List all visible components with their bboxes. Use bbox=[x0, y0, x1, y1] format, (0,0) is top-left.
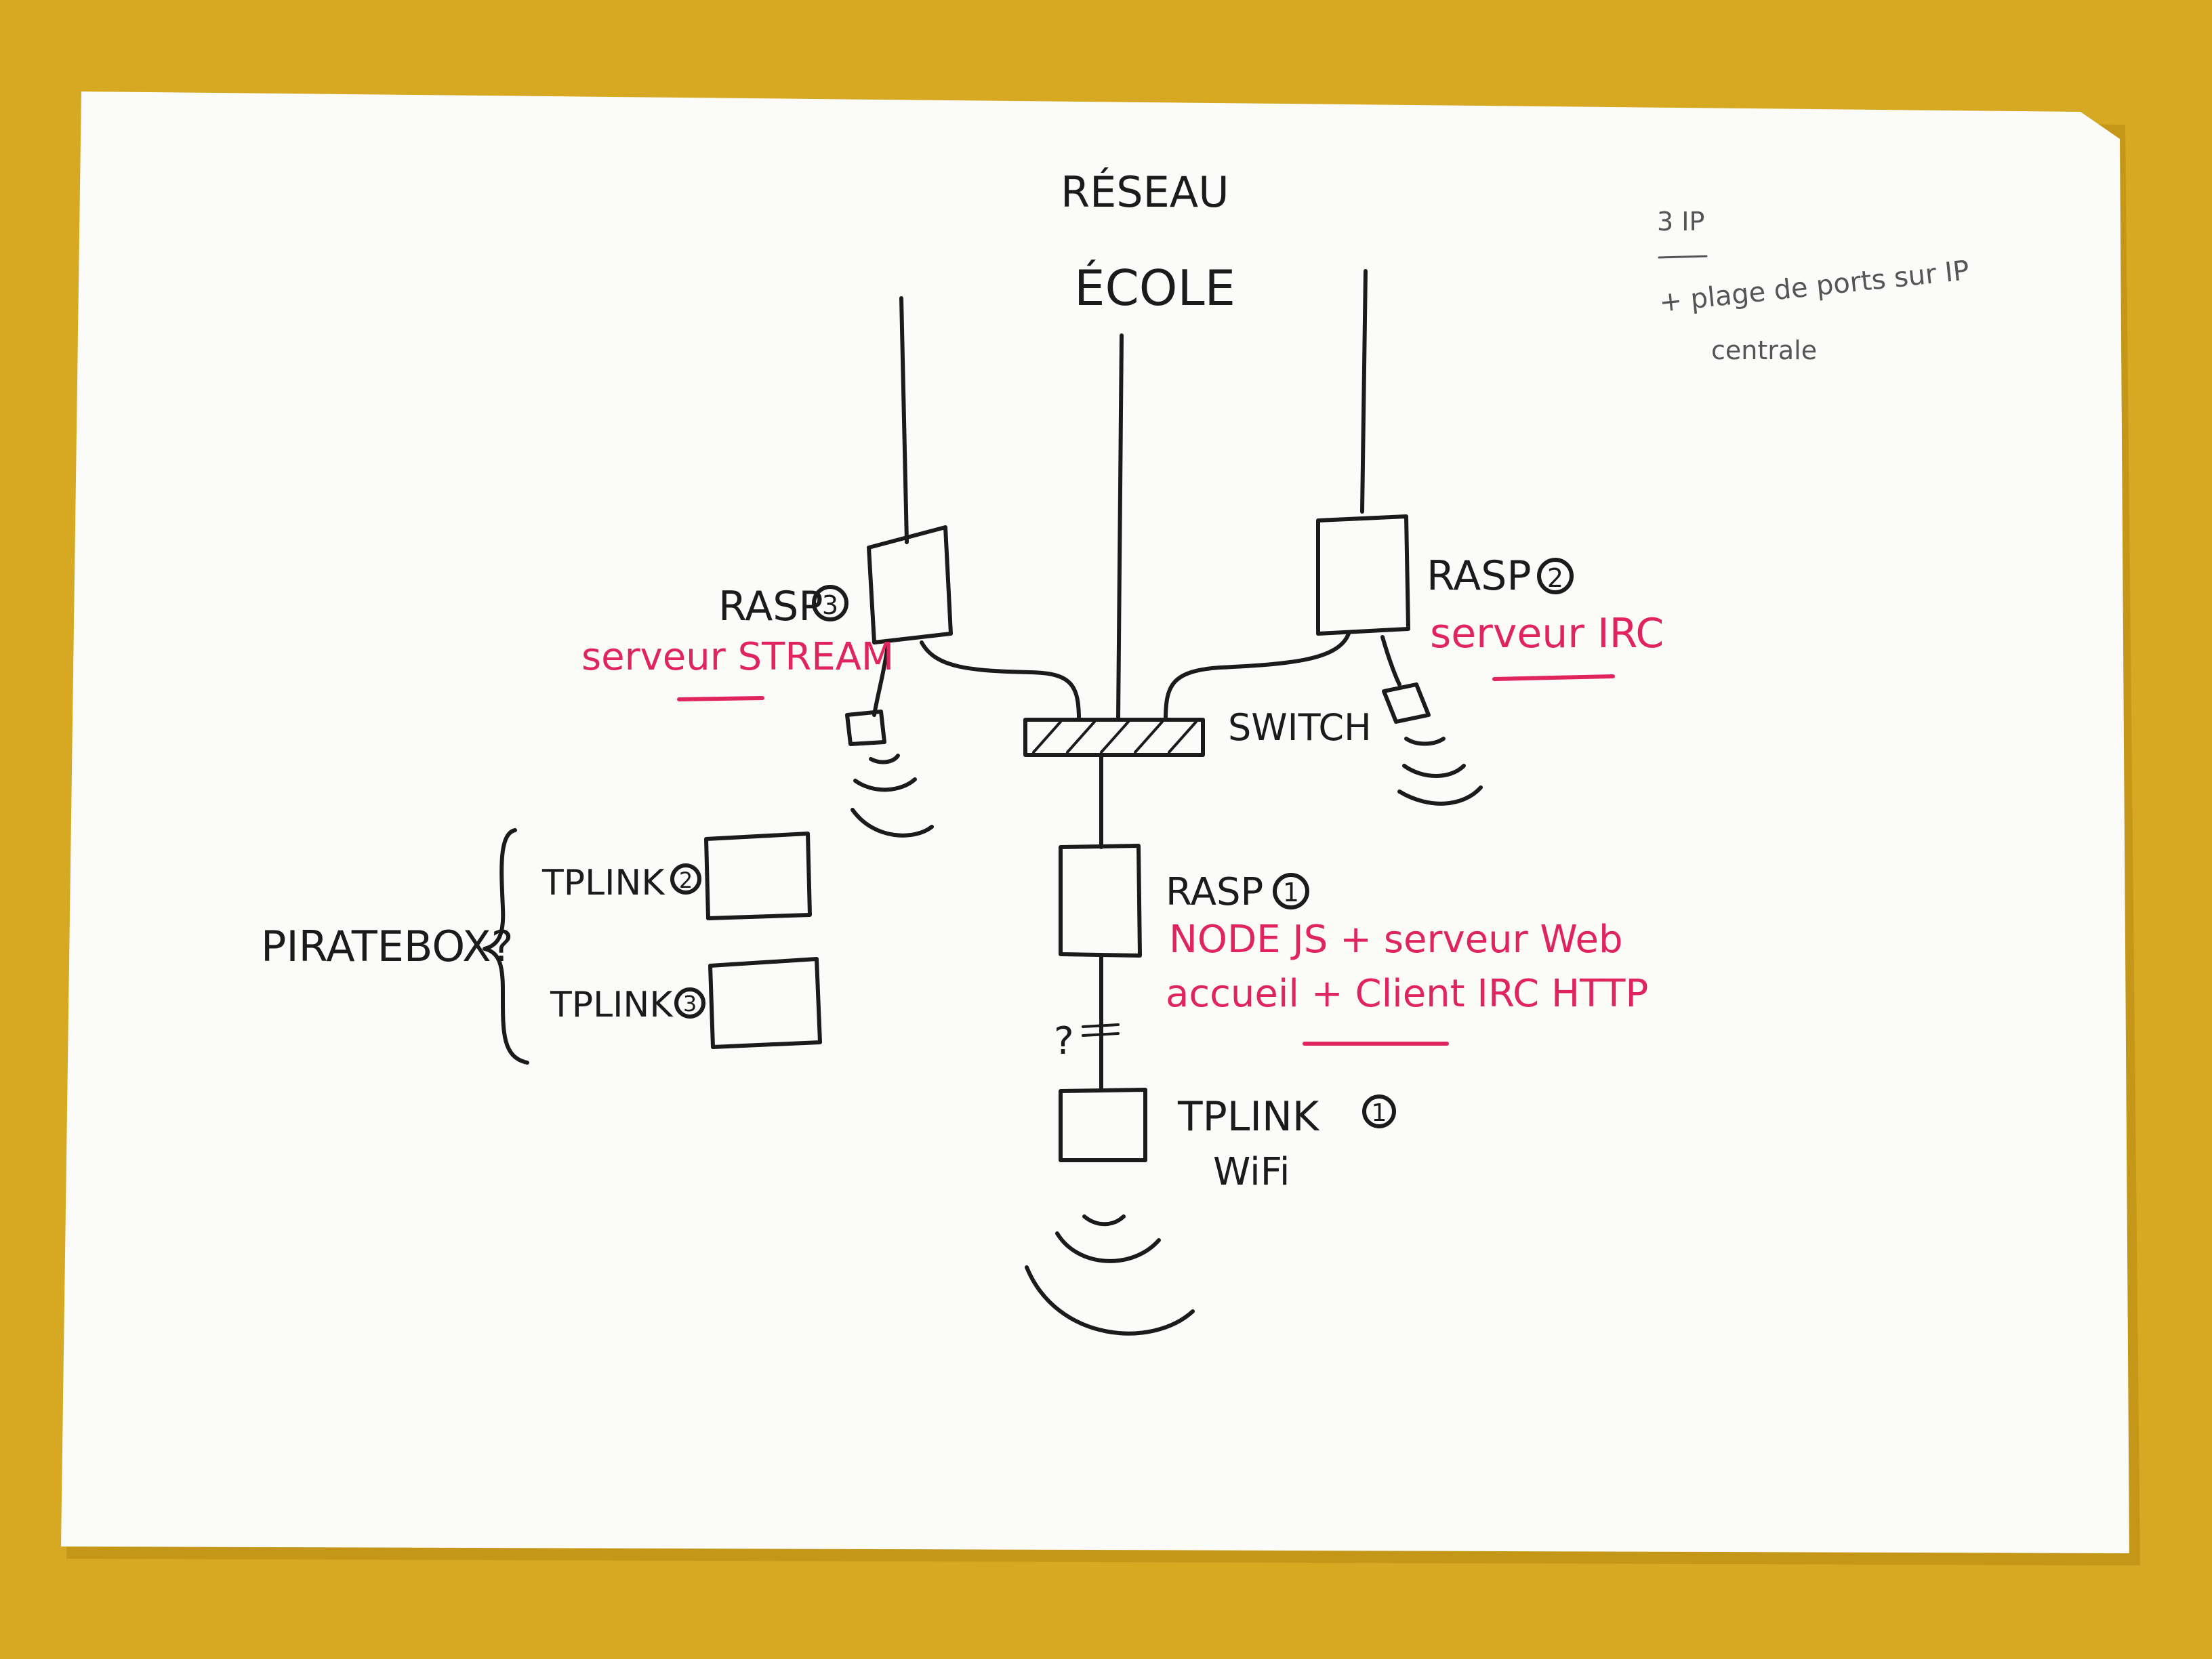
switch-label: SWITCH bbox=[1228, 706, 1372, 749]
rasp3-antenna-stem bbox=[872, 643, 890, 717]
tplink1-label: TPLINK bbox=[1177, 1093, 1320, 1141]
rasp1-label: RASP bbox=[1166, 870, 1263, 914]
rasp3-label: RASP bbox=[718, 583, 823, 630]
rasp2-box bbox=[1316, 514, 1410, 636]
tplink2-box bbox=[704, 832, 812, 920]
diagram-text: RÉSEAU ÉCOLE RASP 3 serveur STREAM RASP … bbox=[261, 167, 1971, 1194]
rasp3-role: serveur STREAM bbox=[581, 635, 894, 679]
wifi-waves-rasp3 bbox=[851, 754, 934, 838]
rasp1-number: 1 bbox=[1283, 878, 1299, 907]
curly-brace bbox=[483, 828, 529, 1065]
rasp2-antenna-stem bbox=[1380, 635, 1401, 687]
wifi-waves-rasp2 bbox=[1397, 737, 1483, 806]
switch-box bbox=[1023, 718, 1205, 757]
top-label-line1: RÉSEAU bbox=[1061, 167, 1229, 217]
tplink3-box bbox=[708, 957, 822, 1049]
rasp2-antenna-box bbox=[1382, 682, 1431, 724]
rasp3-number-circle bbox=[812, 585, 848, 621]
diagram-lines bbox=[483, 255, 1708, 1336]
rasp3-box bbox=[867, 525, 953, 644]
underline-stream bbox=[677, 696, 764, 701]
tplink1-number-circle bbox=[1362, 1094, 1396, 1128]
rasp1-box bbox=[1059, 844, 1142, 958]
link-rasp3-switch bbox=[920, 640, 1081, 722]
rasp1-role-line2: accueil + Client IRC HTTP bbox=[1166, 972, 1648, 1016]
notes-line3: centrale bbox=[1711, 335, 1817, 365]
tplink3-number: 3 bbox=[683, 991, 697, 1017]
tplink3-label: TPLINK bbox=[550, 985, 674, 1025]
rasp1-role-line1: NODE JS + serveur Web bbox=[1169, 918, 1623, 962]
rasp3-antenna-box bbox=[845, 710, 886, 746]
notes-underline bbox=[1658, 255, 1708, 259]
tplink2-label: TPLINK bbox=[541, 863, 665, 903]
tplink3-number-circle bbox=[674, 987, 705, 1019]
tplink1-sub: WiFi bbox=[1213, 1150, 1290, 1194]
tplink1-box bbox=[1059, 1088, 1147, 1162]
rasp2-number: 2 bbox=[1547, 563, 1563, 593]
rasp2-number-circle bbox=[1537, 558, 1574, 594]
link-school-switch bbox=[1116, 333, 1124, 722]
rasp1-number-circle bbox=[1273, 873, 1309, 909]
link-rasp2-up bbox=[1360, 269, 1368, 514]
link-break-marks bbox=[1082, 1023, 1120, 1037]
tplink2-number: 2 bbox=[679, 867, 693, 893]
link-question-mark: ? bbox=[1054, 1019, 1074, 1063]
top-label-line2: ÉCOLE bbox=[1074, 260, 1235, 316]
notes-line1: 3 IP bbox=[1657, 207, 1704, 237]
tplink2-number-circle bbox=[670, 863, 701, 895]
rasp3-number: 3 bbox=[822, 590, 838, 620]
link-rasp3-up bbox=[899, 296, 909, 544]
switch-hatching bbox=[1032, 720, 1197, 754]
underline-irc bbox=[1492, 674, 1615, 681]
wifi-waves-tplink1 bbox=[1025, 1214, 1195, 1336]
rasp2-role: serveur IRC bbox=[1430, 610, 1664, 657]
rasp2-label: RASP bbox=[1427, 552, 1532, 600]
tplink1-number: 1 bbox=[1372, 1099, 1387, 1127]
link-rasp2-switch bbox=[1164, 632, 1351, 722]
piratebox-label: PIRATEBOX? bbox=[261, 922, 514, 971]
paper-sheet bbox=[61, 91, 2129, 1553]
